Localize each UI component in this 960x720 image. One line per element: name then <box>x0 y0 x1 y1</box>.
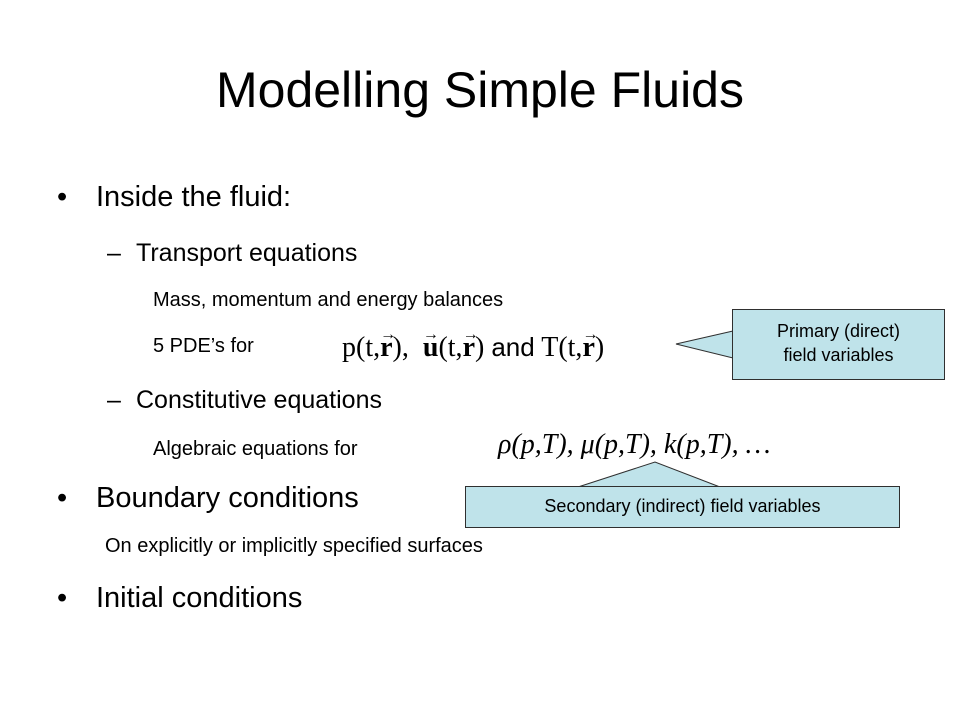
bullet-marker: • <box>57 482 68 514</box>
bullet-marker: • <box>57 181 68 213</box>
text-balances: Mass, momentum and energy balances <box>153 289 504 311</box>
primary-field-variables-callout: Primary (direct) field variables <box>732 309 945 380</box>
math-close: ) <box>594 332 605 363</box>
secondary-field-variables-callout: Secondary (indirect) field variables <box>465 486 900 528</box>
bullet-inside-fluid: Inside the fluid: <box>96 181 292 213</box>
math-p: p(t, <box>342 332 381 363</box>
text-algebraic: Algebraic equations for <box>153 438 358 460</box>
sub-constitutive-equations: Constitutive equations <box>136 386 382 414</box>
math-and: and <box>491 332 535 362</box>
dash-marker: – <box>107 386 121 414</box>
bullet-boundary-conditions: Boundary conditions <box>96 482 359 514</box>
bullet-marker: • <box>57 582 68 614</box>
secondary-variables-math: ρ(p,T), μ(p,T), k(p,T), … <box>498 429 771 460</box>
math-u-vector: u <box>423 318 439 365</box>
math-T: T(t, <box>541 332 583 363</box>
text-pde: 5 PDE’s for <box>153 335 254 357</box>
math-close: ) <box>475 332 485 363</box>
secondary-callout-pointer <box>577 461 721 488</box>
math-r-vector: r <box>463 318 476 365</box>
math-ut: (t, <box>438 332 463 363</box>
sub-transport-equations: Transport equations <box>136 239 358 267</box>
callout-line: Primary (direct) <box>776 321 900 341</box>
math-r-vector: r <box>380 318 393 365</box>
primary-variables-math: p(t,r), u(t,r) and T(t,r) <box>342 318 605 365</box>
math-close: ), <box>392 332 409 363</box>
bullet-initial-conditions: Initial conditions <box>96 582 303 614</box>
math-r-vector: r <box>582 318 595 365</box>
text-surfaces: On explicitly or implicitly specified su… <box>105 535 483 557</box>
primary-callout-pointer <box>675 330 734 359</box>
slide-title: Modelling Simple Fluids <box>215 62 744 118</box>
dash-marker: – <box>107 239 121 267</box>
callout-line: field variables <box>783 345 894 365</box>
